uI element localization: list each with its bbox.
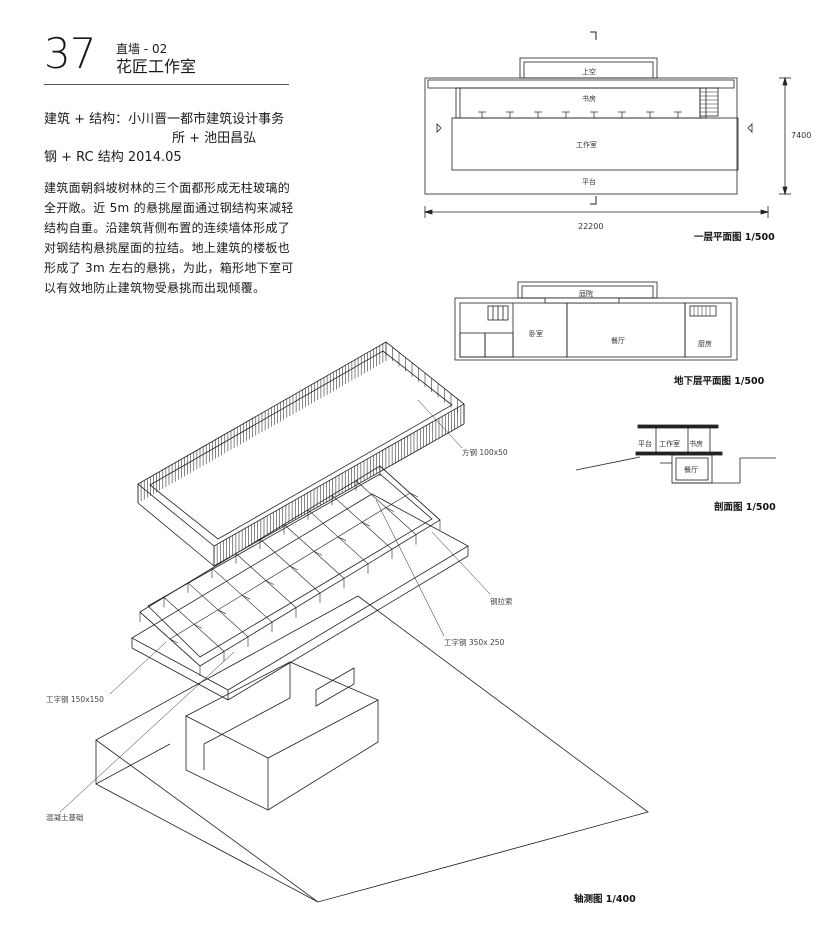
- dimension-depth: 7400: [791, 131, 811, 140]
- callout-steel-cable: 钢拉索: [490, 596, 513, 606]
- room-kitchen-label: 厨房: [698, 339, 712, 348]
- room-study-label: 书房: [582, 94, 596, 103]
- steel-brace: [361, 521, 371, 527]
- dimension-width: 22200: [578, 222, 603, 231]
- steel-brace: [385, 507, 395, 512]
- credits-architect: 建筑 + 结构：小川晋一都市建筑设计事务: [44, 112, 285, 127]
- page-number: 37: [44, 29, 96, 78]
- room-bedroom-label: 卧室: [529, 329, 543, 338]
- basement-plan-labels: 庭院 卧室 餐厅 厨房 地下层平面图 1/500: [529, 289, 765, 387]
- section-terrace-label: 平台: [638, 439, 652, 448]
- steel-brace: [313, 551, 323, 556]
- header-divider: [44, 84, 289, 85]
- steel-brace: [337, 536, 347, 542]
- section-study-label: 书房: [689, 439, 703, 448]
- credits-block: 建筑 + 结构：小川晋一都市建筑设计事务 所 + 池田昌弘 钢 + RC 结构 …: [44, 110, 304, 167]
- room-courtyard-label: 庭院: [579, 289, 593, 298]
- callout-i-beam-small: 工字钢 150x150: [46, 694, 104, 704]
- description-text: 建筑面朝斜坡树林的三个面都形成无柱玻璃的全开敞。近 5m 的悬挑屋面通过钢结构来…: [44, 181, 294, 295]
- caption-basement-plan: 地下层平面图 1/500: [674, 375, 765, 387]
- steel-brace: [193, 624, 203, 629]
- project-title: 花匠工作室: [116, 57, 197, 76]
- ground-floor-plan: [423, 31, 791, 218]
- ground-plan-labels: 上空 书房 工作室 平台 22200 7400 一层平面图 1/500: [576, 67, 811, 243]
- steel-brace: [409, 492, 419, 498]
- steel-brace: [217, 609, 227, 615]
- room-terrace-label: 平台: [582, 177, 596, 186]
- section-workshop-label: 工作室: [659, 439, 680, 448]
- section-labels: 平台 工作室 书房 餐厅 剖面图 1/500: [638, 439, 776, 513]
- callout-concrete-foundation: 混凝土基础: [46, 812, 84, 822]
- section-drawing: [575, 424, 776, 484]
- caption-section: 剖面图 1/500: [714, 501, 776, 513]
- steel-brace: [241, 594, 251, 600]
- steel-brace: [169, 638, 179, 644]
- callout-i-beam-large: 工字钢 350x 250: [444, 637, 505, 647]
- callout-square-steel: 方钢 100x50: [462, 447, 508, 457]
- steel-purlin: [169, 492, 411, 640]
- room-workshop-label: 工作室: [576, 140, 597, 149]
- room-void-label: 上空: [582, 67, 596, 76]
- axonometric-drawing: [59, 341, 649, 903]
- axonometric-labels: 方钢 100x50 钢拉索 工字钢 350x 250 工字钢 150x150 混…: [46, 447, 636, 905]
- credits-structure-date: 钢 + RC 结构 2014.05: [44, 150, 182, 165]
- section-dining-label: 餐厅: [684, 465, 698, 474]
- caption-ground-plan: 一层平面图 1/500: [694, 232, 775, 243]
- credits-architect-cont: 所 + 池田昌弘: [172, 131, 257, 146]
- steel-brace: [289, 565, 299, 571]
- caption-axonometric: 轴测图 1/400: [574, 893, 636, 905]
- room-dining-label: 餐厅: [611, 336, 625, 345]
- project-subtitle: 直墙 - 02: [116, 42, 168, 56]
- basement-plan: [454, 281, 738, 361]
- steel-brace: [265, 580, 275, 585]
